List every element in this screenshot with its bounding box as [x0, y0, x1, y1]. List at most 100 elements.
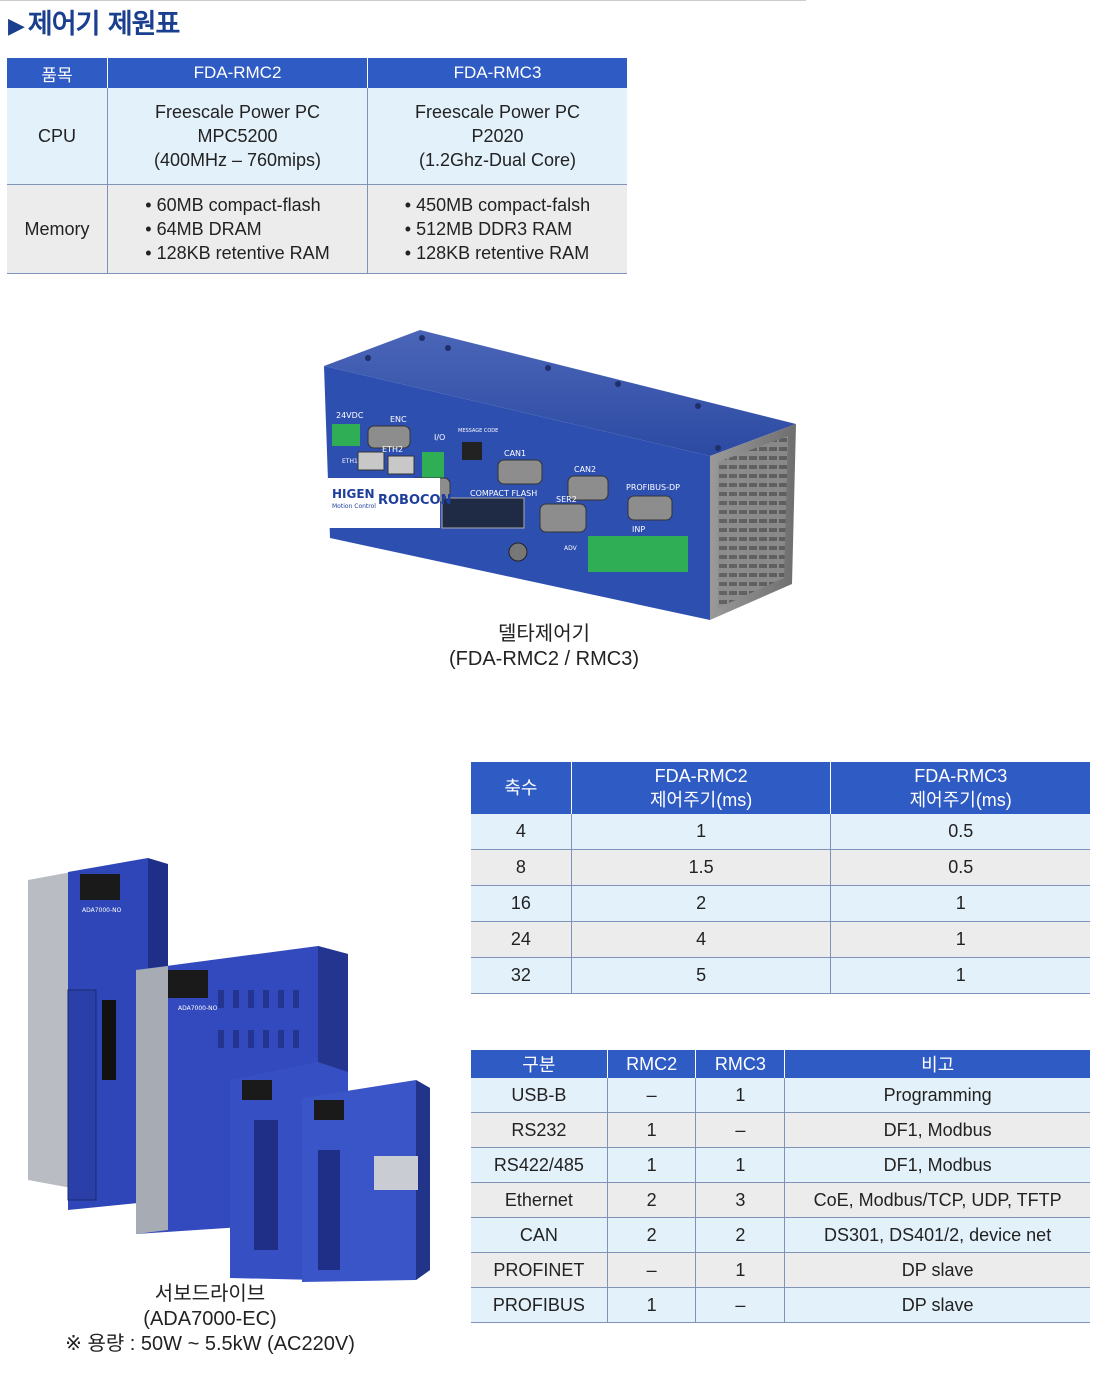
table-row: 16 2 1: [471, 885, 1090, 922]
controller-label: ETH2: [382, 445, 403, 454]
controller-label: HIGEN: [332, 487, 375, 501]
controller-label: MESSAGE CODE: [458, 428, 498, 434]
controller-caption-name: 델타제어기: [498, 623, 590, 645]
controller-label: I/O: [434, 433, 445, 442]
memory-rmc2-list: • 60MB compact-flash • 64MB DRAM • 128KB…: [145, 193, 329, 265]
controller-label: COMPACT FLASH: [470, 489, 537, 498]
table-row: CAN 2 2 DS301, DS401/2, device net: [471, 1217, 1090, 1253]
table-row: 24 4 1: [471, 921, 1090, 958]
controller-label: CAN1: [504, 449, 526, 458]
header-rmc2: FDA-RMC2: [107, 58, 368, 88]
list-item: • 128KB retentive RAM: [145, 243, 330, 263]
controller-label: 24VDC: [336, 411, 364, 420]
rmc2-cycle-cell: 4: [571, 921, 832, 958]
rmc2-cycle-cell: 1.5: [571, 849, 832, 886]
rmc3-cycle-cell: 0.5: [830, 849, 1090, 886]
memory-rmc2: • 60MB compact-flash • 64MB DRAM • 128KB…: [107, 184, 368, 274]
header-rmc2: RMC2: [607, 1050, 697, 1078]
controller-photo: 24VDC ENC I/O MESSAGE CODE CAN1 CAN2 ETH…: [324, 330, 796, 620]
controller-caption-model: (FDA-RMC2 / RMC3): [449, 648, 639, 670]
section-title-text: 제어기 제원표: [27, 9, 180, 40]
rmc3-cell: –: [695, 1287, 786, 1323]
header-rmc3: FDA-RMC3: [367, 58, 627, 88]
controller-label: PROFIBUS-DP: [626, 483, 680, 492]
remarks-cell: DF1, Modbus: [784, 1112, 1090, 1148]
rmc3-cell: –: [695, 1112, 786, 1148]
rmc3-cell: 1: [695, 1078, 786, 1113]
drive-label: ADA7000-NO: [82, 907, 122, 914]
controller-label: ENC: [390, 415, 407, 424]
table-row: PROFINET – 1 DP slave: [471, 1252, 1090, 1288]
rmc2-cycle-cell: 1: [571, 814, 832, 850]
axes-cell: 32: [471, 957, 572, 994]
remarks-cell: DS301, DS401/2, device net: [784, 1217, 1090, 1253]
rmc3-cell: 2: [695, 1217, 786, 1253]
category-cell: RS232: [471, 1112, 608, 1148]
rmc2-cell: 1: [607, 1112, 697, 1148]
list-item: • 128KB retentive RAM: [404, 243, 590, 263]
header-axes: 축수: [471, 762, 572, 814]
cpu-rmc2-line: (400MHz – 760mips): [153, 150, 322, 170]
controller-label: ETH1: [342, 458, 358, 465]
spec-table: 품목 FDA-RMC2 FDA-RMC3 CPU Freescale Power…: [7, 58, 627, 274]
category-cell: CAN: [471, 1217, 608, 1253]
cpu-label: CPU: [7, 88, 108, 185]
comm-table-header: 구분 RMC2 RMC3 비고: [471, 1050, 1090, 1078]
control-cycle-table: 축수 FDA-RMC2 제어주기(ms) FDA-RMC3 제어주기(ms) 4…: [471, 762, 1090, 994]
category-cell: Ethernet: [471, 1182, 608, 1218]
rmc2-cell: 2: [607, 1217, 697, 1253]
rmc3-cycle-cell: 1: [830, 921, 1090, 958]
servo-drive-photo: ADA7000-NO ADA7000-NO HIGEN: [28, 858, 430, 1282]
header-line: FDA-RMC3: [914, 766, 1008, 786]
spec-table-header: 품목 FDA-RMC2 FDA-RMC3: [7, 58, 627, 88]
rmc3-cycle-cell: 0.5: [830, 814, 1090, 850]
list-item: • 60MB compact-flash: [145, 195, 321, 215]
drive-label: HIGEN: [72, 1218, 97, 1226]
drive-caption-model: (ADA7000-EC): [143, 1308, 277, 1330]
cpu-rmc2-line: MPC5200: [197, 126, 278, 146]
controller-caption: 델타제어기 (FDA-RMC2 / RMC3): [394, 622, 694, 672]
table-row: PROFIBUS 1 – DP slave: [471, 1287, 1090, 1323]
table-row: 8 1.5 0.5: [471, 849, 1090, 886]
list-item: • 64MB DRAM: [145, 219, 262, 239]
axes-cell: 24: [471, 921, 572, 958]
header-remarks: 비고: [784, 1050, 1090, 1078]
axes-cell: 4: [471, 814, 572, 850]
header-rmc2-cycle: FDA-RMC2 제어주기(ms): [571, 762, 832, 814]
table-row: 4 1 0.5: [471, 814, 1090, 850]
rmc2-cell: 1: [607, 1287, 697, 1323]
table-row: CPU Freescale Power PC MPC5200 (400MHz –…: [7, 88, 627, 185]
table-row: USB-B – 1 Programming: [471, 1078, 1090, 1113]
memory-label: Memory: [7, 184, 108, 274]
rmc3-cell: 1: [695, 1147, 786, 1183]
controller-label: ROBOCON: [378, 493, 452, 508]
drive-caption-capacity: ※ 용량 : 50W ~ 5.5kW (AC220V): [65, 1333, 355, 1355]
drive-label: ADA7000-NO: [178, 1005, 218, 1012]
remarks-cell: DP slave: [784, 1252, 1090, 1288]
category-cell: PROFIBUS: [471, 1287, 608, 1323]
cpu-rmc2: Freescale Power PC MPC5200 (400MHz – 760…: [107, 88, 368, 185]
rmc3-cycle-cell: 1: [830, 885, 1090, 922]
list-item: • 512MB DDR3 RAM: [404, 219, 573, 239]
memory-rmc3: • 450MB compact-falsh • 512MB DDR3 RAM •…: [367, 184, 627, 274]
triangle-bullet-icon: ▶: [8, 14, 25, 39]
category-cell: USB-B: [471, 1078, 608, 1113]
controller-label: CAN2: [574, 465, 596, 474]
rmc3-cell: 3: [695, 1182, 786, 1218]
header-line: 제어주기(ms): [909, 790, 1012, 810]
cpu-rmc3-line: Freescale Power PC: [414, 102, 581, 122]
header-rmc3-cycle: FDA-RMC3 제어주기(ms): [830, 762, 1090, 814]
table-row: Ethernet 2 3 CoE, Modbus/TCP, UDP, TFTP: [471, 1182, 1090, 1218]
header-line: 제어주기(ms): [650, 790, 753, 810]
remarks-cell: DP slave: [784, 1287, 1090, 1323]
rmc2-cell: 2: [607, 1182, 697, 1218]
rmc2-cycle-cell: 5: [571, 957, 832, 994]
controller-label: ADV: [564, 545, 578, 552]
cpu-rmc3-line: P2020: [471, 126, 524, 146]
table-row: RS422/485 1 1 DF1, Modbus: [471, 1147, 1090, 1183]
header-item: 품목: [7, 58, 108, 88]
remarks-cell: DF1, Modbus: [784, 1147, 1090, 1183]
cpu-rmc3-line: (1.2Ghz-Dual Core): [418, 150, 577, 170]
category-cell: RS422/485: [471, 1147, 608, 1183]
rmc2-cell: 1: [607, 1147, 697, 1183]
